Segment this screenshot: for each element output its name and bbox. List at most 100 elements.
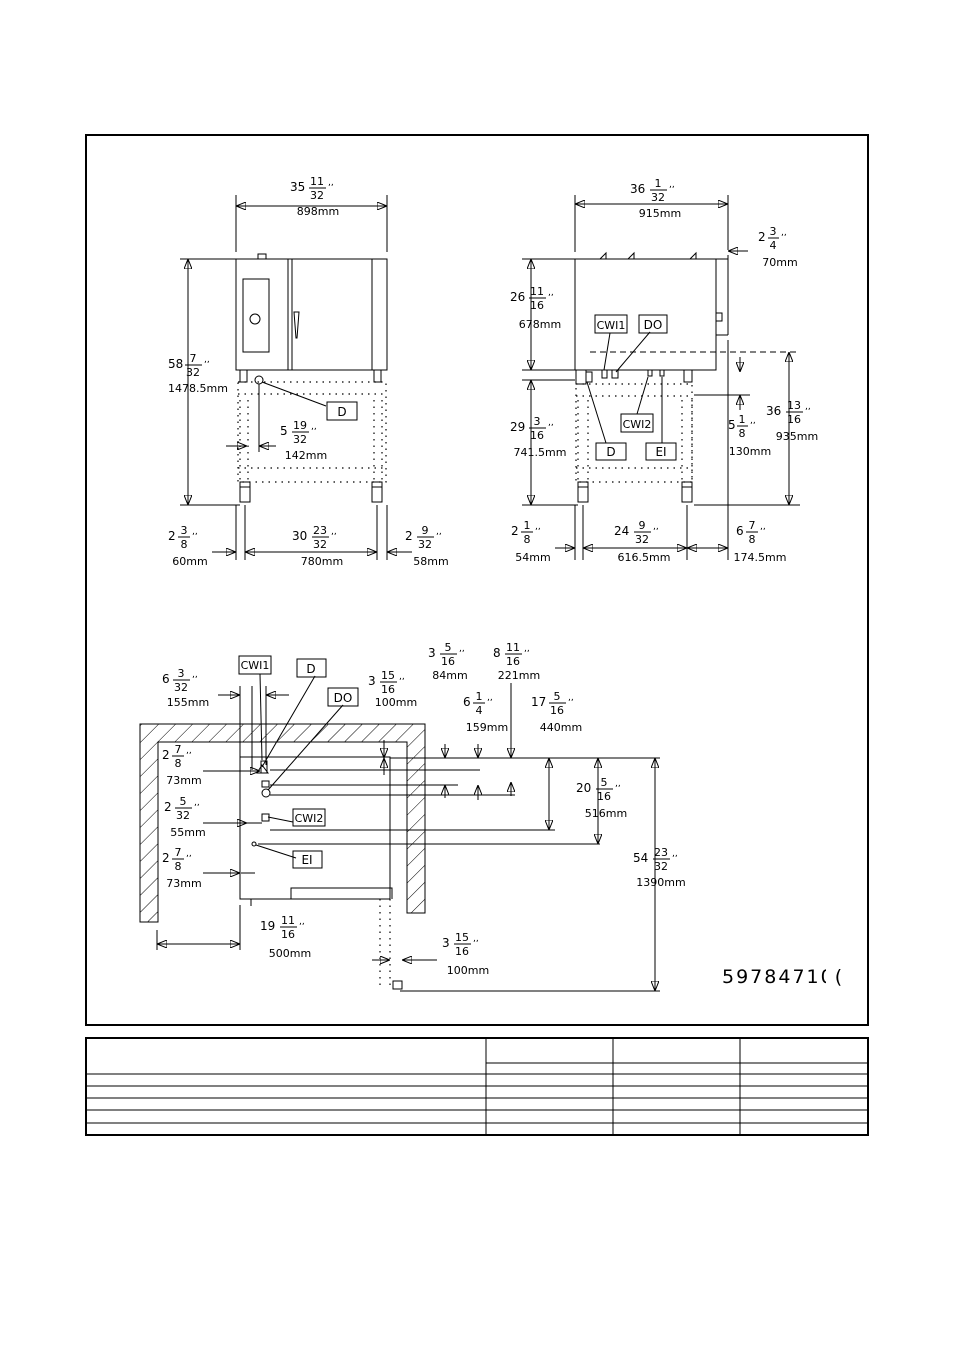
label-cwi1-plan: CWI1 [241,659,270,672]
svg-text:54mm: 54mm [515,551,550,564]
svg-text:24: 24 [614,524,629,538]
svg-text:16: 16 [597,790,611,803]
dim-side-handle: 2 3 4 ,, 70mm [758,225,798,269]
svg-text:,,: ,, [331,527,337,537]
svg-text:19: 19 [260,919,275,933]
label-ei-plan: EI [301,853,312,867]
svg-text:,,: ,, [548,418,554,428]
svg-text:,,: ,, [548,288,554,298]
svg-text:,,: ,, [186,849,192,859]
control-knob-icon [249,313,261,325]
svg-text:16: 16 [506,655,520,668]
svg-text:16: 16 [530,429,544,442]
plan-appliance [239,756,391,900]
dim-plan-d5: 20 5 16 ,, 516mm [576,776,627,820]
svg-text:32: 32 [176,809,190,822]
dimension-labels: 35 11 32 ,, 898mm 58 7 32 ,, 1478.5mm 5 … [162,175,818,977]
drawing-number: 59784710( [722,966,844,988]
control-panel [242,278,270,353]
label-d-plan: D [306,662,315,676]
svg-text:73mm: 73mm [166,774,201,787]
svg-text:2: 2 [162,851,170,865]
svg-text:4: 4 [476,704,483,717]
svg-text:32: 32 [635,533,649,546]
svg-text:7: 7 [175,743,182,756]
dim-side-rear: 6 7 8 ,, 174.5mm [734,519,787,564]
dim-front-height: 58 7 32 ,, 1478.5mm [168,352,228,395]
svg-text:,,: ,, [436,527,442,537]
svg-text:11: 11 [530,285,544,298]
svg-text:,,: ,, [186,746,192,756]
svg-text:1: 1 [739,413,746,426]
dim-plan-s2: 2 5 32 ,, 55mm [164,795,206,839]
svg-text:60mm: 60mm [172,555,207,568]
svg-text:8: 8 [524,533,531,546]
dim-front-legs: 30 23 32 ,, 780mm [292,524,343,568]
svg-text:55mm: 55mm [170,826,205,839]
dim-side-floor: 36 13 16 ,, 935mm [766,399,818,443]
label-d-front: D [337,405,346,419]
svg-text:,,: ,, [204,355,210,365]
label-do-side: DO [644,318,663,332]
dim-plan-cwi1: 6 3 32 ,, 155mm [162,667,209,709]
svg-text:5: 5 [445,641,452,654]
svg-text:11: 11 [506,641,520,654]
dim-side-upper: 26 11 16 ,, 678mm [510,285,561,331]
dim-plan-total: 54 23 32 ,, 1390mm [633,846,686,889]
svg-text:16: 16 [281,928,295,941]
svg-text:616.5mm: 616.5mm [618,551,671,564]
svg-text:,,: ,, [568,693,574,703]
svg-text:16: 16 [455,945,469,958]
svg-text:935mm: 935mm [776,430,818,443]
svg-text:6: 6 [736,524,744,538]
svg-text:,,: ,, [192,670,198,680]
plan-view [139,673,660,992]
svg-text:70mm: 70mm [762,256,797,269]
svg-text:678mm: 678mm [519,318,561,331]
svg-text:32: 32 [186,366,200,379]
svg-text:8: 8 [493,646,501,660]
svg-text:2: 2 [758,230,766,244]
svg-text:2: 2 [511,524,519,538]
svg-text:54: 54 [633,851,648,865]
svg-text:16: 16 [530,299,544,312]
svg-text:4: 4 [770,239,777,252]
svg-text:8: 8 [175,860,182,873]
svg-text:36: 36 [766,404,781,418]
svg-text:155mm: 155mm [167,696,209,709]
svg-text:9: 9 [639,519,646,532]
svg-text:500mm: 500mm [269,947,311,960]
side-stand [575,383,693,483]
svg-text:,,: ,, [535,522,541,532]
svg-text:516mm: 516mm [585,807,627,820]
dim-side-front: 2 1 8 ,, 54mm [511,519,551,564]
svg-text:32: 32 [310,189,324,202]
dim-side-depth: 36 1 32 ,, 915mm [630,177,681,220]
svg-text:30: 30 [292,529,307,543]
svg-text:898mm: 898mm [297,205,339,218]
svg-text:3: 3 [534,415,541,428]
svg-text:11: 11 [310,175,324,188]
svg-text:15: 15 [381,669,395,682]
svg-text:8: 8 [749,533,756,546]
front-oven-body [235,258,388,371]
svg-text:32: 32 [654,860,668,873]
wall-hatch [139,723,426,923]
svg-text:8: 8 [175,757,182,770]
svg-text:440mm: 440mm [540,721,582,734]
svg-text:1478.5mm: 1478.5mm [168,382,228,395]
label-cwi2-plan: CWI2 [295,812,324,825]
label-cwi2-side: CWI2 [623,418,652,431]
svg-text:174.5mm: 174.5mm [734,551,787,564]
svg-text:19: 19 [293,419,307,432]
svg-text:915mm: 915mm [639,207,681,220]
front-view [180,195,412,560]
dim-side-lower: 29 3 16 ,, 741.5mm [510,415,566,459]
spec-table [85,1037,869,1136]
svg-text:3: 3 [770,225,777,238]
svg-text:15: 15 [455,931,469,944]
svg-text:32: 32 [651,191,665,204]
connection-labels: D CWI1 DO CWI2 D EI CWI1 D DO CWI2 EI [238,314,677,869]
svg-text:,,: ,, [487,693,493,703]
